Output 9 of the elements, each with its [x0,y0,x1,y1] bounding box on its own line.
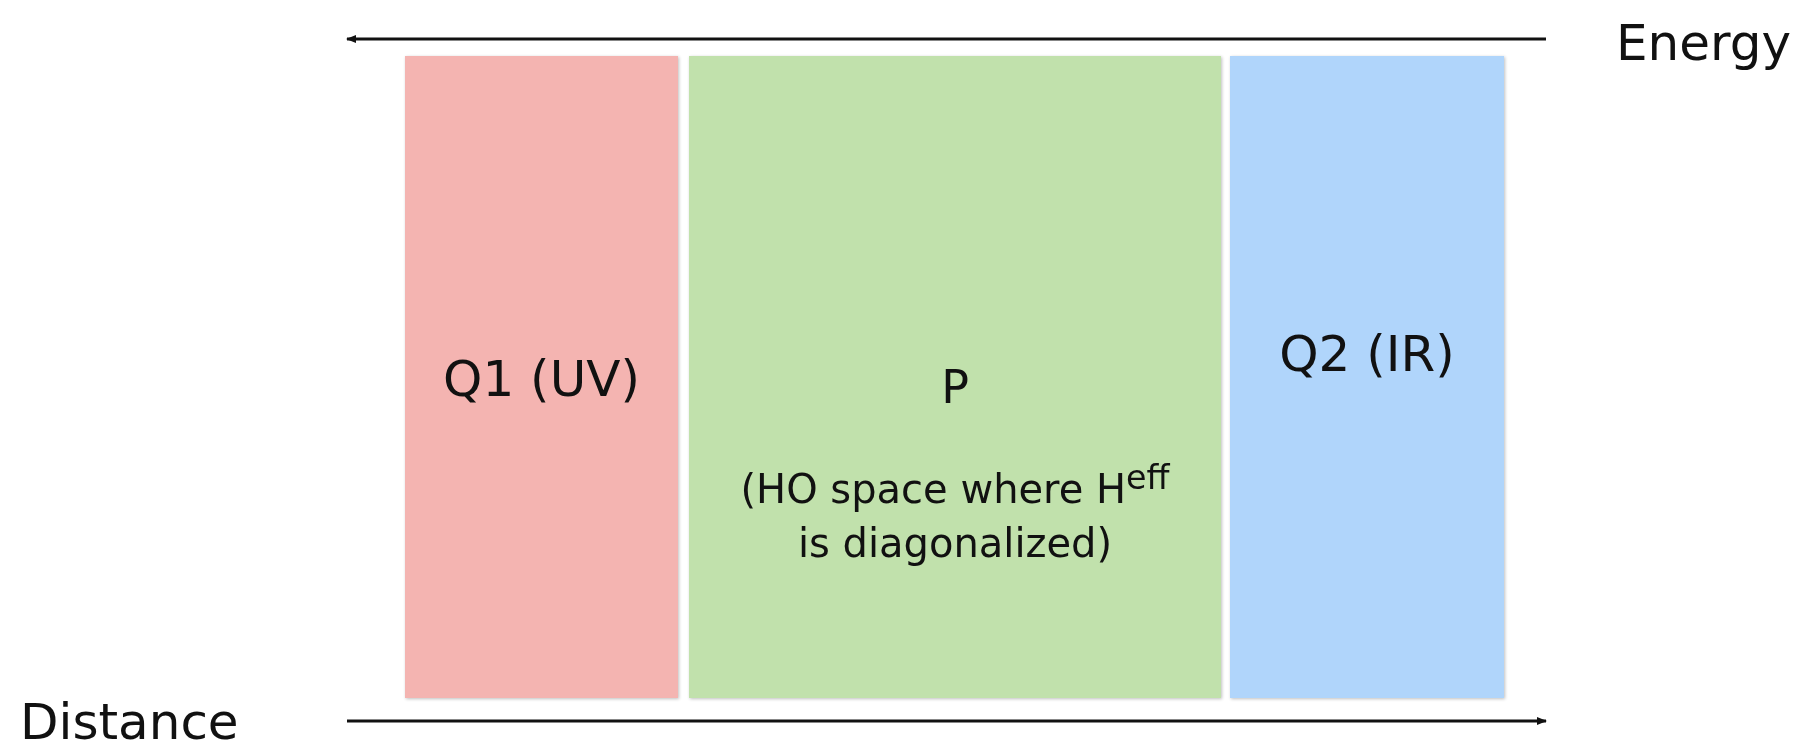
region-band [1230,56,1504,698]
axis-label: Energy [1616,14,1792,72]
region-band [689,56,1221,698]
band-description: (HO space where H$^{eff}$ is diagonalized) [740,457,1170,569]
band-label: Q2 (IR) [1278,324,1456,385]
band-label: P [940,359,970,416]
band-label: Q1 (UV) [442,349,641,410]
region-band [405,56,678,698]
axis-label: Distance [20,693,239,748]
